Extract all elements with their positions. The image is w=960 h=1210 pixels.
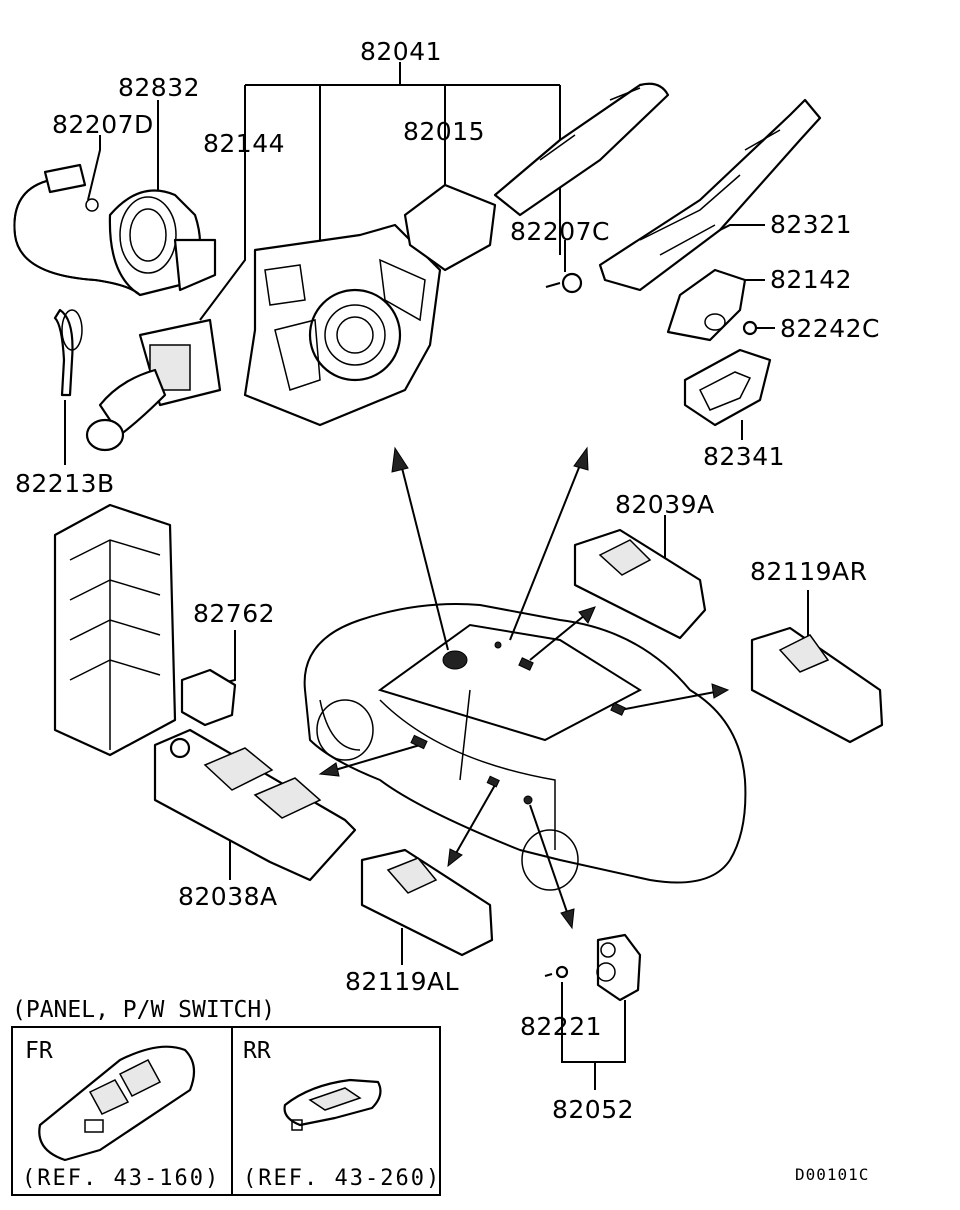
label-82242c: 82242C	[780, 314, 880, 343]
panel-front-section: FR (REF. 43-160)	[22, 1038, 220, 1191]
leader-lines	[64, 62, 809, 1090]
cable-tie-82213b	[53, 308, 83, 397]
label-82341: 82341	[703, 442, 785, 471]
combination-switch-82041	[243, 223, 442, 427]
junction-block	[53, 503, 177, 757]
pointer-arrows	[318, 446, 730, 930]
switch-82341	[683, 348, 772, 427]
vehicle-outline	[303, 603, 747, 891]
part-labels: 82041 82832 82207D 82144 82015 82207C 82…	[15, 37, 880, 1124]
turn-signal-switch-82015	[403, 82, 670, 272]
label-82119ar: 82119AR	[750, 557, 868, 586]
left-stalk-switch-82144	[85, 318, 222, 452]
rear-label: RR	[243, 1038, 271, 1064]
label-82144: 82144	[203, 129, 285, 158]
label-82321: 82321	[770, 210, 852, 239]
window-switch-82119ar	[750, 626, 884, 744]
sensor-82052	[596, 933, 642, 1002]
label-82142: 82142	[770, 265, 852, 294]
label-82207c: 82207C	[510, 217, 610, 246]
window-switch-82119al	[360, 848, 494, 957]
wire-harness-82207d	[13, 163, 141, 296]
panel-title: (PANEL, P/W SWITCH)	[12, 997, 275, 1023]
label-82038a: 82038A	[178, 882, 278, 911]
label-82039a: 82039A	[615, 490, 715, 519]
label-82052: 82052	[552, 1095, 634, 1124]
rear-ref: (REF. 43-260)	[243, 1166, 441, 1191]
front-label: FR	[25, 1038, 53, 1064]
panel-rear-section: RR (REF. 43-260)	[243, 1038, 441, 1191]
label-82041: 82041	[360, 37, 442, 66]
label-82213b: 82213B	[15, 469, 115, 498]
clock-spring-82832	[108, 189, 217, 297]
screw-82242c	[742, 320, 758, 336]
screw-82221	[544, 965, 569, 979]
drawing-code: D00101C	[795, 1165, 869, 1184]
screw-82207c	[545, 272, 583, 294]
label-82832: 82832	[118, 73, 200, 102]
bracket-82321	[598, 98, 822, 292]
label-82762: 82762	[193, 599, 275, 628]
label-82221: 82221	[520, 1012, 602, 1041]
label-82015: 82015	[403, 117, 485, 146]
label-82119al: 82119AL	[345, 967, 459, 996]
power-window-main-switch-82038a	[153, 728, 357, 882]
relay-82762	[180, 668, 237, 727]
window-switch-82039a	[573, 528, 707, 640]
panel-inset: (PANEL, P/W SWITCH) FR (REF. 43-160) RR …	[11, 997, 441, 1196]
bracket-82142	[666, 268, 747, 342]
front-ref: (REF. 43-160)	[22, 1166, 220, 1191]
label-82207d: 82207D	[52, 110, 154, 139]
